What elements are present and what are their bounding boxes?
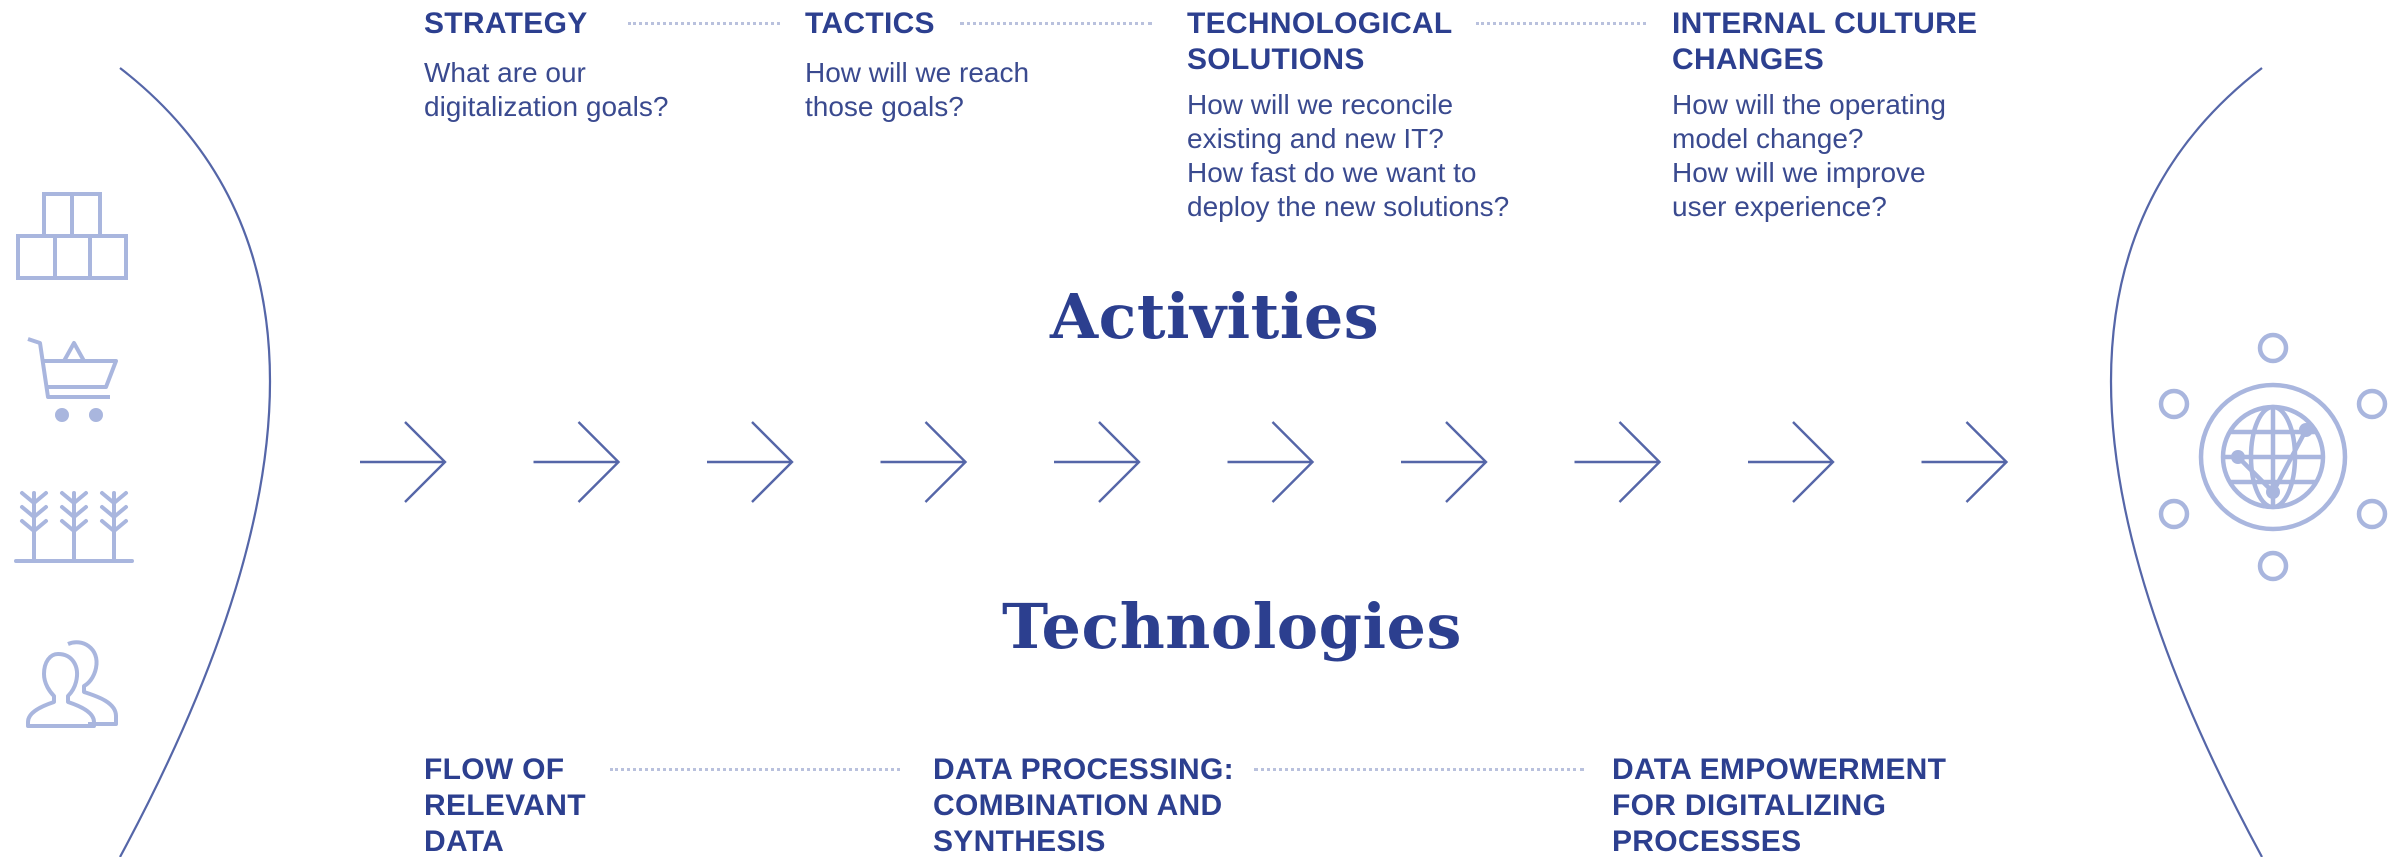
activity-question: How will the operating model change? How… — [1672, 89, 1946, 222]
dotted-connector — [628, 22, 780, 25]
activity-title: TECHNOLOGICAL SOLUTIONS — [1187, 7, 1453, 76]
activity-question: How will we reconcile existing and new I… — [1187, 89, 1510, 222]
activity-title: INTERNAL CULTURE CHANGES — [1672, 7, 1978, 76]
wheat-crop-icon — [14, 491, 134, 563]
flow-arrow — [1748, 421, 1835, 503]
flow-arrow — [880, 421, 968, 503]
activity-title: STRATEGY — [424, 7, 588, 40]
connected-globe-icon — [2158, 332, 2388, 582]
building-blocks-icon — [16, 192, 128, 280]
flow-arrow — [1921, 421, 2009, 503]
arrow-row — [360, 421, 2009, 503]
dotted-connector — [960, 22, 1152, 25]
flow-arrow — [533, 421, 621, 503]
dotted-connector — [1476, 22, 1646, 25]
flow-arrow — [707, 421, 794, 503]
flow-arrow — [1054, 421, 1141, 503]
dotted-connector — [1254, 768, 1584, 771]
flow-arrow — [1401, 421, 1488, 503]
activity-title: TACTICS — [805, 7, 935, 40]
activity-strategy: STRATEGY What are our digitalization goa… — [424, 6, 684, 124]
technology-data-processing: DATA PROCESSING: COMBINATION AND SYNTHES… — [933, 753, 1234, 858]
shopping-cart-icon — [27, 337, 118, 422]
activity-question: How will we reach those goals? — [805, 57, 1030, 122]
technology-flow-of-relevant-data: FLOW OF RELEVANT DATA — [424, 753, 586, 858]
dotted-connector — [610, 768, 900, 771]
activity-question: What are our digitalization goals? — [424, 57, 669, 122]
people-icon — [26, 640, 118, 728]
activity-internal-culture-changes: INTERNAL CULTURE CHANGES How will the op… — [1672, 6, 2002, 224]
activity-technological-solutions: TECHNOLOGICAL SOLUTIONS How will we reco… — [1187, 6, 1527, 224]
flow-arrow — [1574, 421, 1662, 503]
flow-arrow — [1227, 421, 1315, 503]
left-arc — [119, 67, 271, 857]
right-arc — [2110, 67, 2263, 857]
activities-label: Activities — [1050, 280, 1380, 353]
activity-tactics: TACTICS How will we reach those goals? — [805, 6, 1065, 124]
technology-data-empowerment: DATA EMPOWERMENT FOR DIGITALIZING PROCES… — [1612, 753, 1947, 858]
technologies-label: Technologies — [1002, 590, 1462, 663]
flow-arrow — [360, 421, 447, 503]
